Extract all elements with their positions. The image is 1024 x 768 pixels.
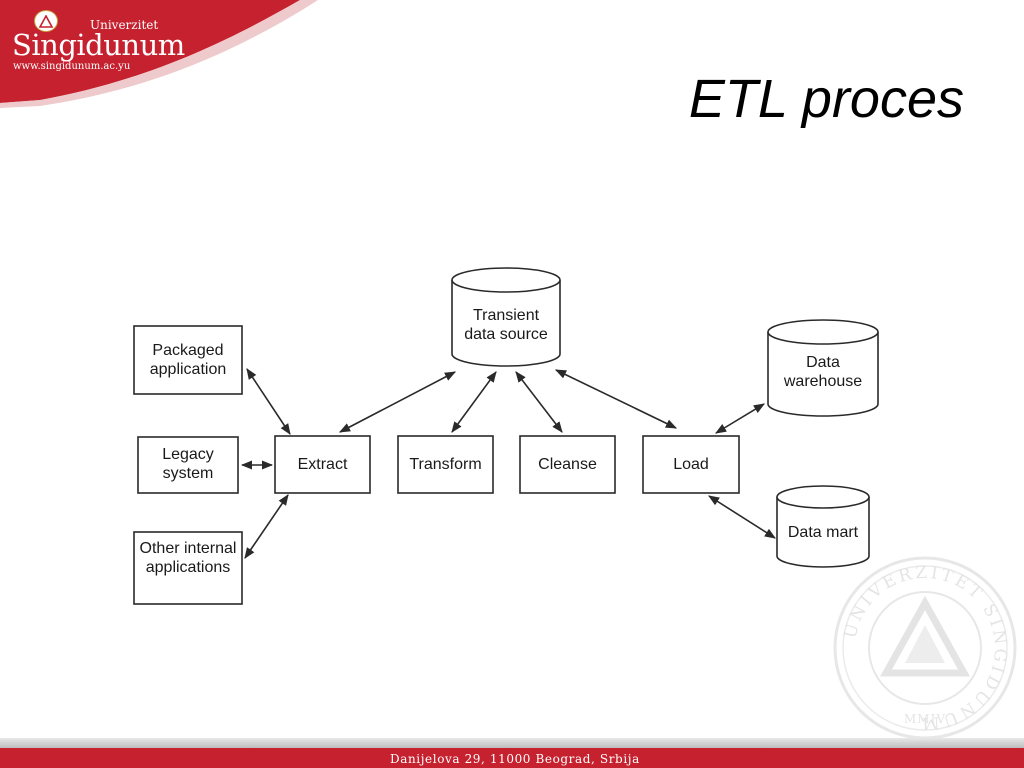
transform-box [397,435,494,494]
arrow-transient-cleanse [515,371,563,433]
data-warehouse-label: Data warehouse [783,354,863,390]
footer-bar [0,748,1024,768]
data-mart-cylinder [776,485,870,568]
extract-box [274,435,371,494]
legacy-system-box [137,436,239,494]
extract-label: Extract [297,456,348,473]
legacy-system-label: Legacy system [162,446,214,482]
seal-year: MMIV [904,712,946,726]
data-mart-label: Data mart [787,524,859,541]
footer-divider [0,738,1024,748]
university-seal-watermark: UNIVERZITET SINGIDUNUM MMIV [833,556,1017,740]
header-banner [0,0,318,108]
other-internal-applications-label: Other internal applications [139,540,237,576]
cleanse-label: Cleanse [538,456,597,473]
data-warehouse-cylinder [767,319,879,417]
cleanse-box [519,435,616,494]
transient-data-source-label: Transient data source [464,307,548,343]
arrow-transient-transform [451,371,497,433]
footer-address: Danijelova 29, 11000 Beograd, Srbija [390,752,640,766]
arrow-transient-load [554,369,678,429]
transform-label: Transform [409,456,482,473]
arrow-other-extract [244,494,289,559]
logo-top-text: Univerzitet [90,18,159,32]
packaged-application-box [133,325,243,395]
load-box [642,435,740,494]
emblem-icon [34,10,58,32]
university-logo: Univerzitet Singidunum www.singidunum.ac… [8,8,188,78]
logo-main-text: Singidunum [12,28,185,62]
transient-data-source-cylinder [451,267,561,367]
logo-url: www.singidunum.ac.yu [13,61,131,72]
arrow-load-warehouse [715,403,765,434]
packaged-application-label: Packaged application [149,342,227,378]
arrow-transient-extract [339,371,456,433]
slide-title: ETL proces [688,69,964,129]
arrow-packaged-extract [246,368,291,435]
load-label: Load [673,456,709,473]
arrow-load-mart [708,495,776,539]
other-internal-applications-box [133,531,243,605]
